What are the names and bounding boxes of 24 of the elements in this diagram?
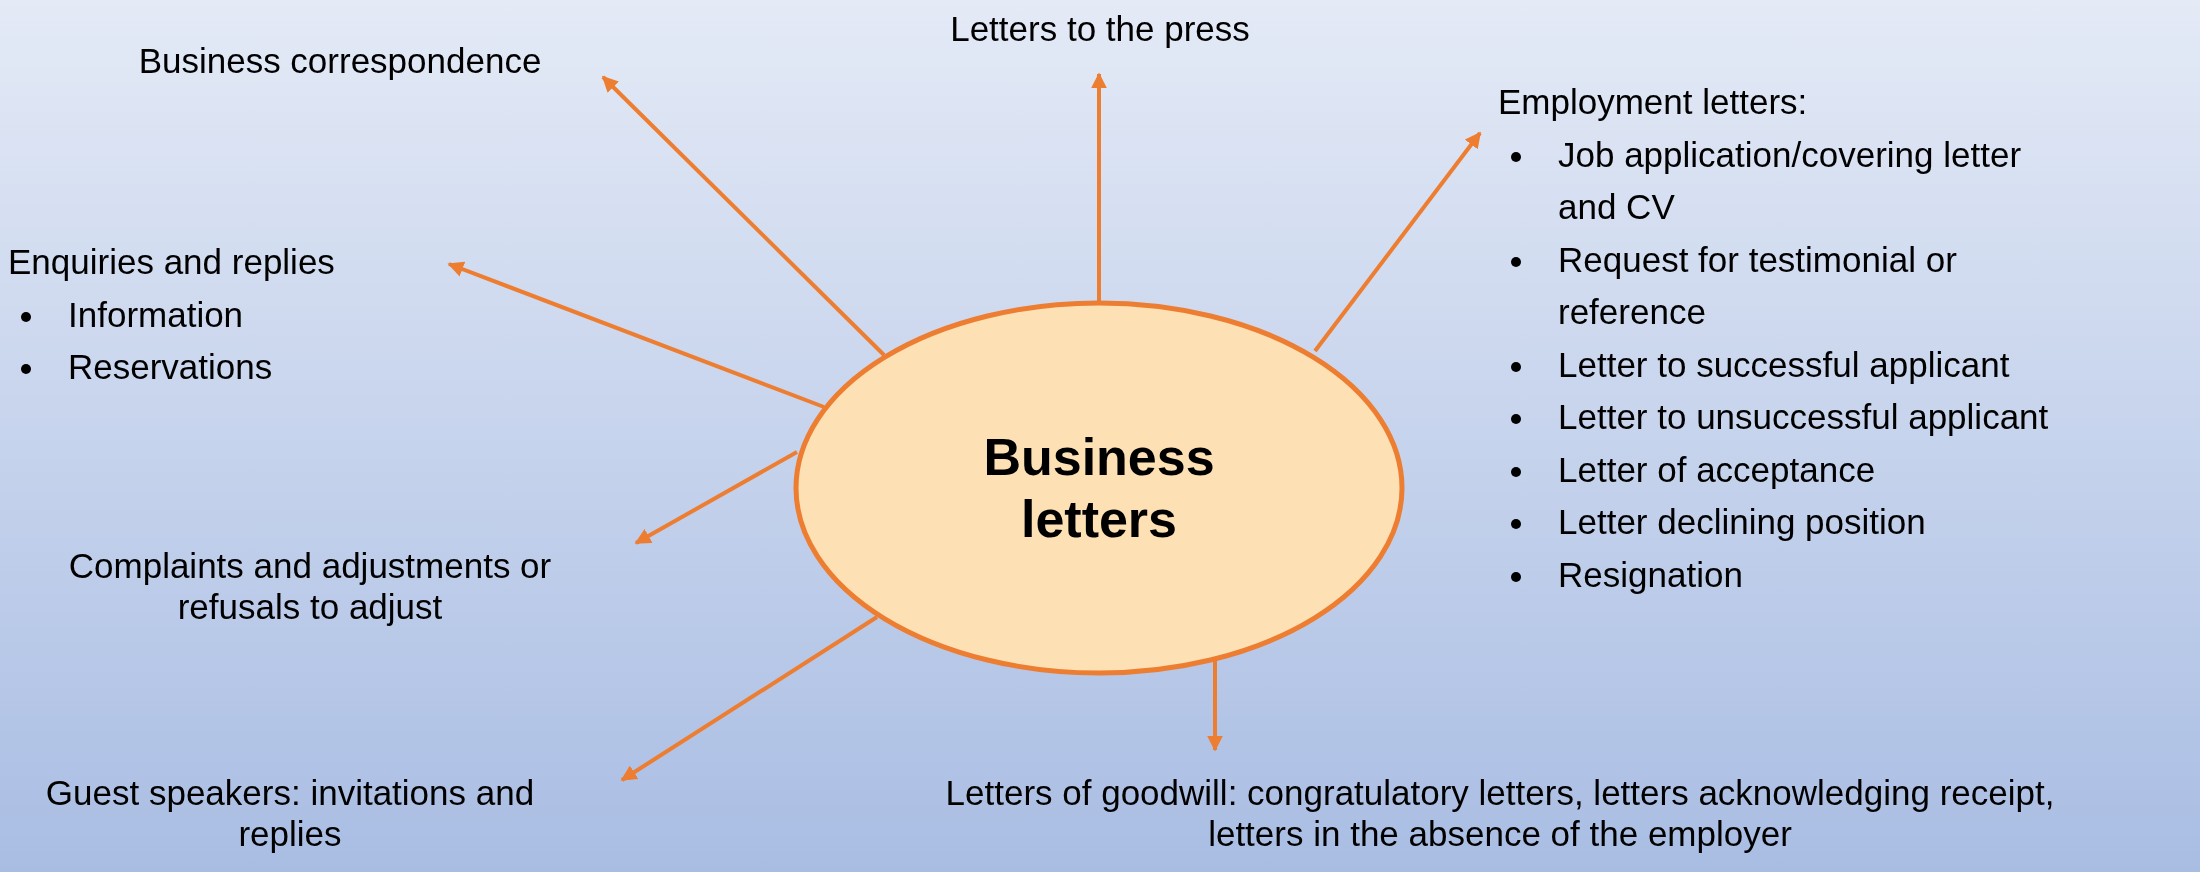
list-item: Job application/covering letter and CV (1558, 134, 2022, 226)
list-item: Information (68, 294, 244, 334)
list-item: Letter to unsuccessful applicant (1558, 397, 2049, 436)
category-label: Letters to the press (949, 8, 1251, 50)
arrow (601, 75, 886, 357)
arrow (620, 615, 879, 782)
list-item: Letter declining position (1558, 502, 1926, 541)
list-item: Letter of acceptance (1558, 449, 1876, 489)
arrow (634, 450, 798, 545)
arrow (447, 261, 825, 409)
center-title: Business letters (982, 426, 1216, 550)
arrow (1091, 72, 1107, 302)
category-label: Business correspondence (137, 40, 543, 82)
list-item: Reservations (68, 347, 273, 386)
category-label: Complaints and adjustments or refusals to adjust (67, 545, 553, 628)
list-item: Letter to successful applicant (1558, 344, 2010, 384)
list-item: Request for testimonial or reference (1558, 239, 1957, 331)
arrow (1207, 659, 1223, 752)
list-item: Resignation (1558, 554, 1743, 594)
category-label: Guest speakers: invitations and replies (44, 772, 536, 855)
arrow (1313, 131, 1482, 353)
heading: Enquiries and replies (8, 241, 336, 283)
category-label: Letters of goodwill: congratulatory letters, letters acknowledging receipt, letters in the absence of the employer (944, 772, 2056, 855)
heading: Employment letters: (1498, 81, 1809, 123)
